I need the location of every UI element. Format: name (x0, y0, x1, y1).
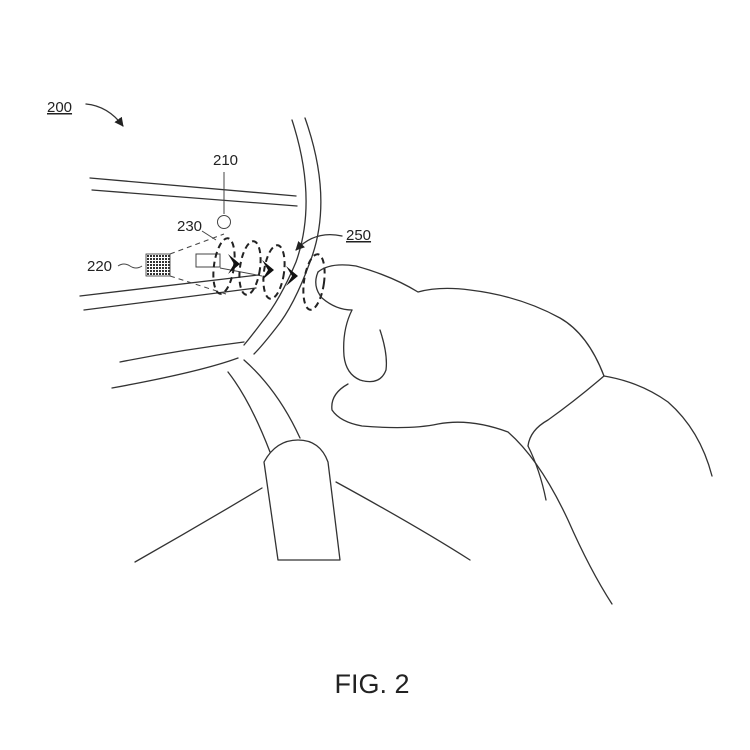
figure-caption: FIG. 2 (334, 669, 409, 699)
label-210: 210 (213, 152, 238, 169)
finger-tip (315, 271, 353, 311)
label-230: 230 (177, 218, 202, 235)
sleeve-inner (527, 445, 547, 501)
label-250: 250 (346, 227, 371, 244)
center-console (134, 359, 471, 563)
gesture-chevrons (228, 254, 298, 286)
hand (315, 264, 713, 605)
arrow-250 (295, 233, 343, 251)
leader-220 (117, 263, 143, 269)
thumb (343, 309, 388, 383)
sleeve-top (603, 375, 713, 477)
hand-top-outline (317, 264, 605, 377)
display-230 (195, 253, 221, 268)
chevron-2 (262, 260, 274, 280)
chevron-1 (228, 254, 240, 274)
arrow-200 (85, 103, 124, 127)
label-220: 220 (87, 258, 112, 275)
label-200: 200 (47, 99, 72, 116)
gear-shifter (263, 439, 341, 561)
dashboard (79, 177, 298, 389)
leader-230 (201, 230, 217, 241)
projection-beam (169, 233, 263, 295)
windshield-pillar (243, 117, 322, 355)
chevron-3 (286, 266, 298, 286)
projector-220 (145, 253, 171, 277)
hand-bottom-outline (331, 383, 613, 605)
cuff-line (527, 375, 605, 447)
sensor-210 (217, 215, 231, 229)
